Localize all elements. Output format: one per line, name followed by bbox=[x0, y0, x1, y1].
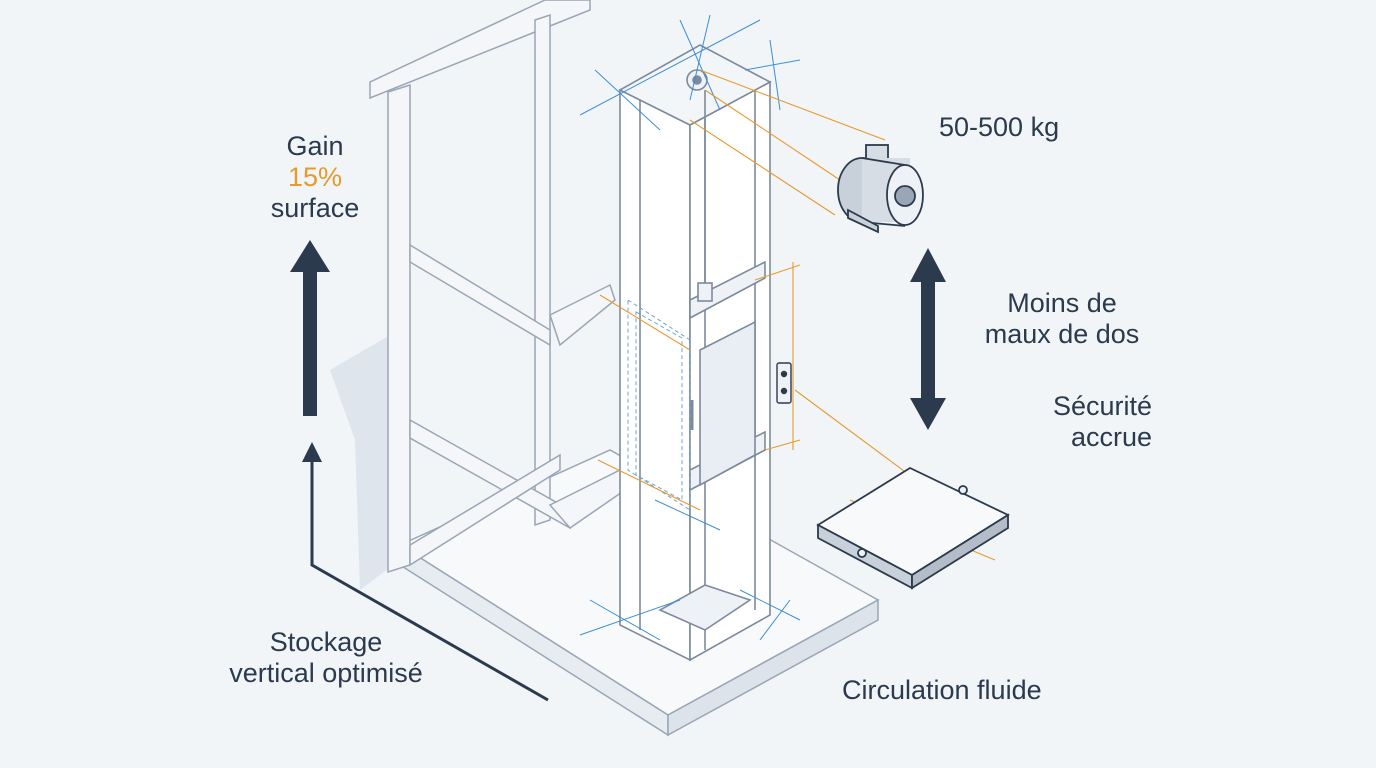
back-pain-label: Moins de maux de dos bbox=[960, 288, 1164, 350]
gain-percent: 15% bbox=[287, 162, 343, 192]
storage-line1: Stockage bbox=[269, 627, 383, 657]
back-line2: maux de dos bbox=[984, 319, 1140, 349]
safety-label: Sécurité accrue bbox=[990, 391, 1152, 453]
construction-lines-orange bbox=[597, 69, 996, 561]
safety-line1: Sécurité bbox=[1052, 391, 1152, 421]
gain-label: Gain 15% surface bbox=[250, 131, 380, 224]
back-line1: Moins de bbox=[1007, 288, 1117, 318]
construction-lines-blue bbox=[579, 14, 801, 641]
control-panel-icon bbox=[776, 362, 792, 404]
platform-tray-icon bbox=[816, 466, 1010, 590]
building-frame bbox=[369, 0, 626, 574]
storage-bracket-arrow bbox=[302, 442, 549, 702]
circulation-label: Circulation fluide bbox=[842, 675, 1042, 705]
motor-icon bbox=[837, 144, 924, 234]
gain-line1: Gain bbox=[286, 131, 344, 161]
storage-label: Stockage vertical optimisé bbox=[196, 627, 456, 689]
safety-line2: accrue bbox=[1070, 422, 1152, 452]
lift-shaft bbox=[618, 44, 772, 662]
wall-shadow bbox=[330, 335, 400, 590]
capacity-label: 50-500 kg bbox=[939, 112, 1060, 142]
ghost-cabin bbox=[627, 299, 691, 511]
storage-line2: vertical optimisé bbox=[229, 658, 423, 688]
gain-line3: surface bbox=[270, 193, 360, 223]
double-arrow-icon bbox=[910, 248, 946, 430]
up-arrow-icon bbox=[290, 240, 330, 416]
